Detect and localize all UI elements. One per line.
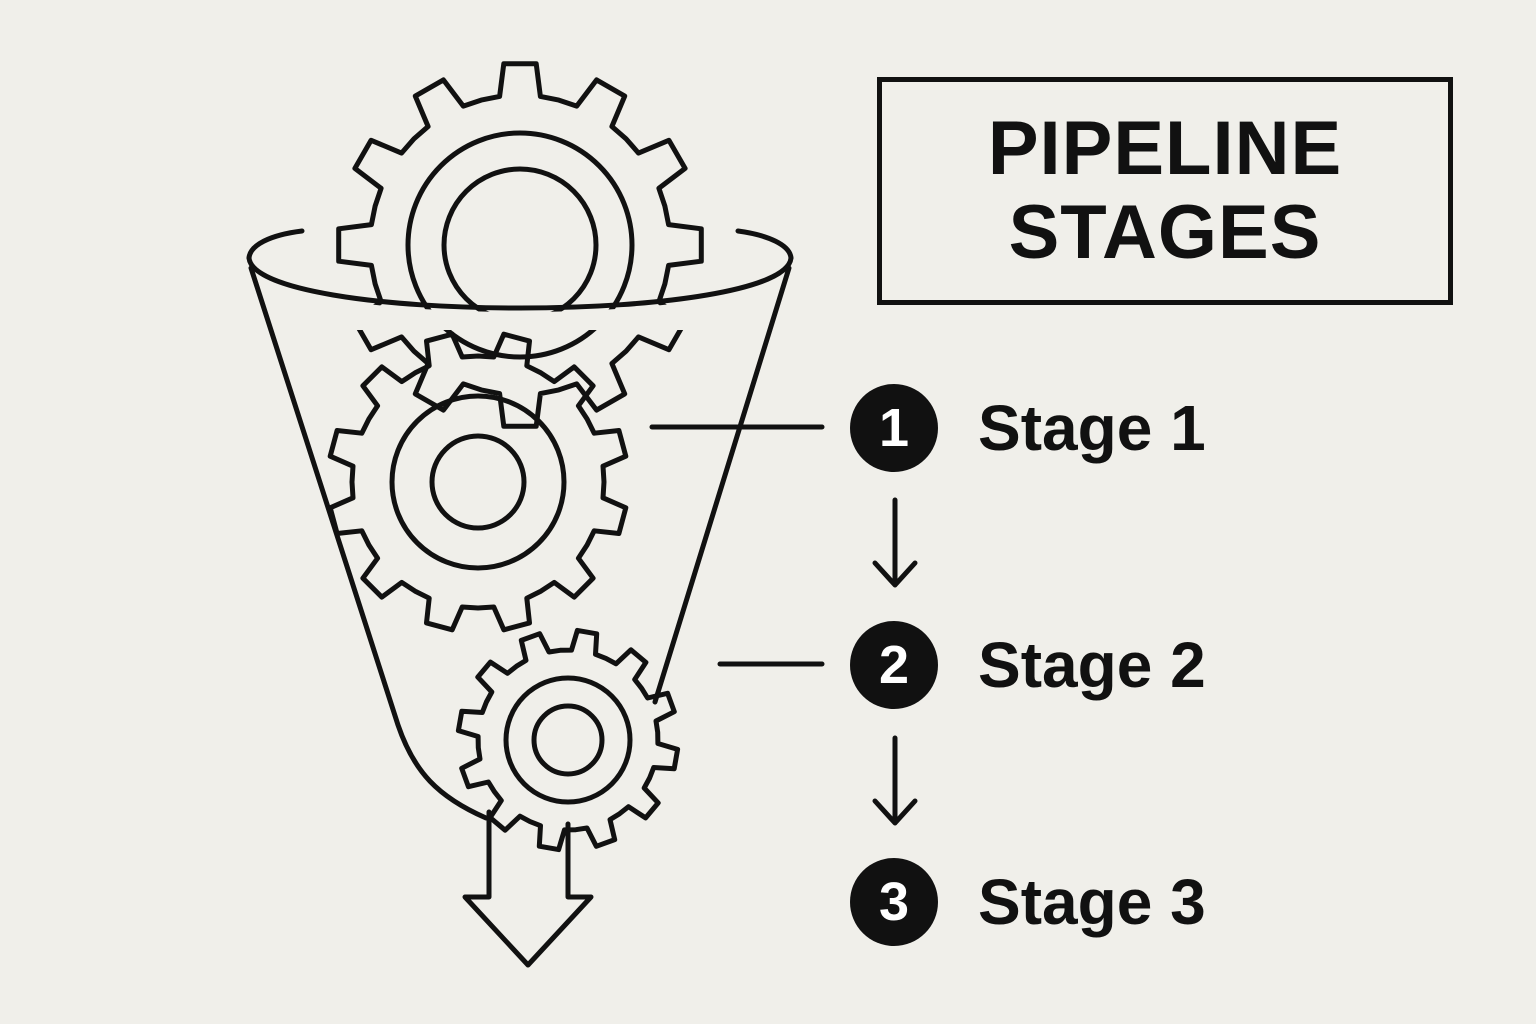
stage-1: 1 Stage 1 bbox=[850, 383, 1206, 473]
title-line-2: STAGES bbox=[1008, 190, 1322, 275]
small-gear-ring bbox=[503, 675, 633, 805]
middle-gear-outline bbox=[327, 331, 629, 633]
small-gear-icon bbox=[455, 627, 681, 853]
down-arrow-icon bbox=[872, 497, 918, 588]
stage-3: 3 Stage 3 bbox=[850, 857, 1206, 947]
funnel-rim-front bbox=[246, 255, 794, 311]
small-gear-outline bbox=[455, 627, 681, 853]
stage-1-label: Stage 1 bbox=[978, 392, 1206, 464]
funnel-rim-back-right bbox=[735, 228, 794, 261]
output-arrow-icon bbox=[462, 809, 594, 968]
middle-gear-ring bbox=[389, 393, 567, 571]
top-gear-icon bbox=[336, 61, 704, 429]
middle-gear-hub bbox=[429, 433, 527, 531]
funnel-mouth-mask bbox=[240, 262, 800, 330]
stage-3-label: Stage 3 bbox=[978, 866, 1206, 938]
small-gear-hub bbox=[531, 703, 605, 777]
funnel-left-wall bbox=[248, 265, 489, 821]
middle-gear-icon bbox=[327, 331, 629, 633]
stage-3-badge: 3 bbox=[850, 858, 938, 946]
top-gear-outline bbox=[336, 61, 704, 429]
funnel-right-wall bbox=[652, 265, 792, 705]
title-line-1: PIPELINE bbox=[987, 106, 1343, 191]
funnel-rim-back bbox=[246, 228, 305, 261]
stage-2-badge: 2 bbox=[850, 621, 938, 709]
stage-2-label: Stage 2 bbox=[978, 629, 1206, 701]
stage-1-badge: 1 bbox=[850, 384, 938, 472]
top-gear-ring bbox=[405, 130, 635, 360]
down-arrow-icon bbox=[872, 735, 918, 826]
title-box: PIPELINE STAGES bbox=[877, 77, 1453, 305]
top-gear-hub bbox=[441, 166, 599, 324]
stage-2: 2 Stage 2 bbox=[850, 620, 1206, 710]
